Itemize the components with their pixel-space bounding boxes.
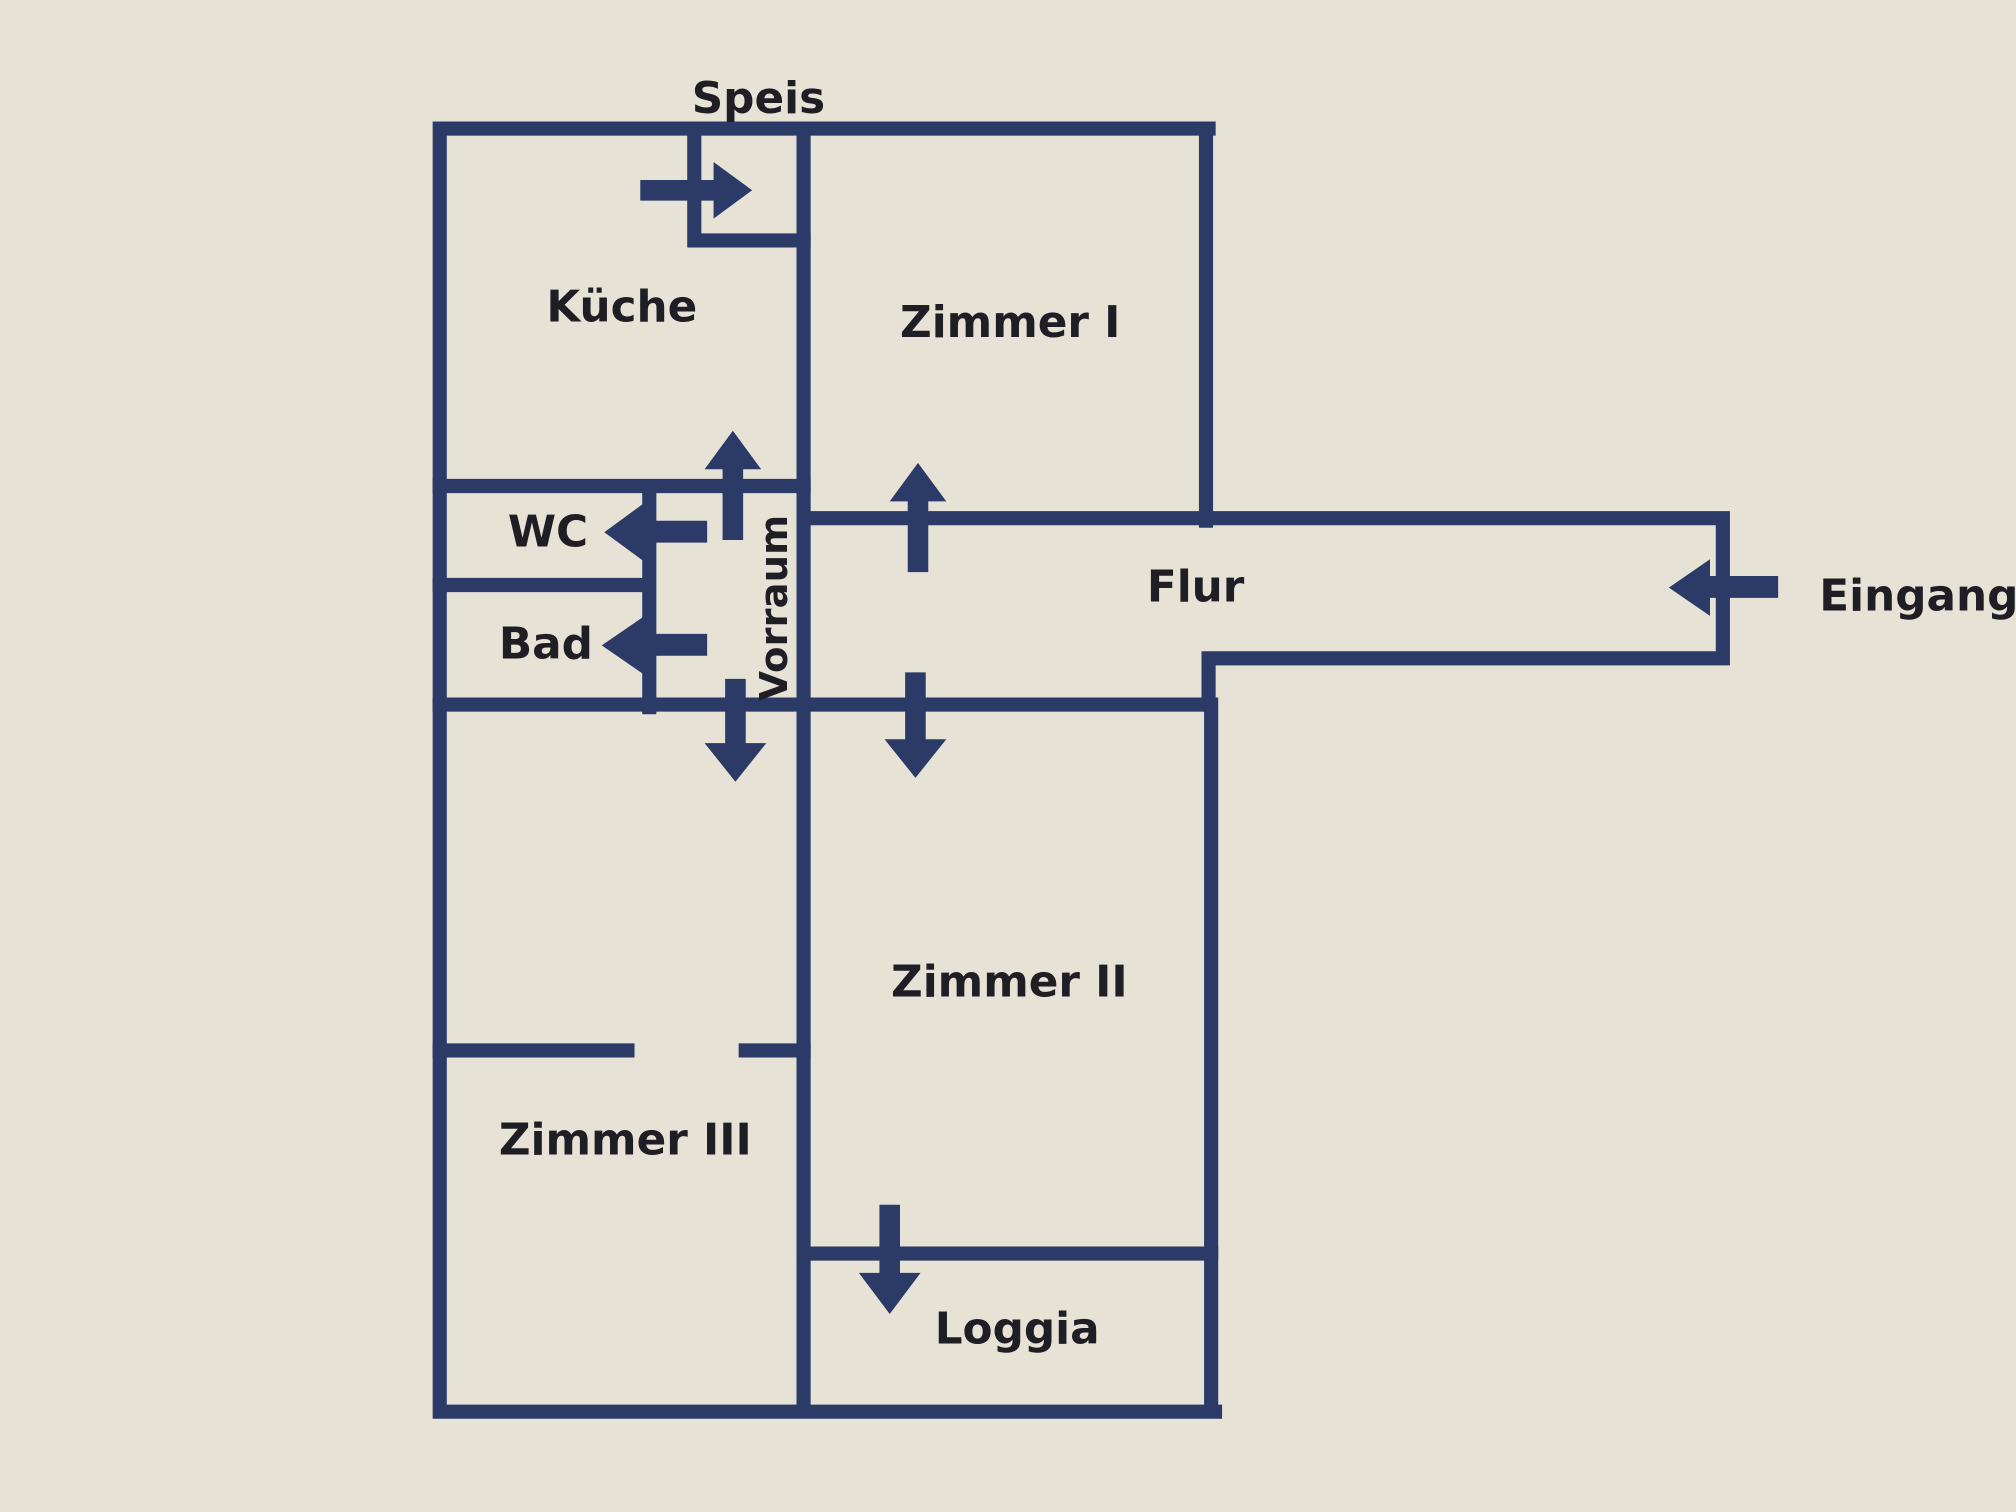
walls [432, 121, 1730, 1419]
label-zimmer-2: Zimmer II [891, 956, 1128, 1007]
label-bad: Bad [499, 618, 593, 669]
arrow-right-icon [640, 162, 753, 219]
label-zimmer-3: Zimmer III [499, 1115, 752, 1166]
label-kueche: Küche [546, 281, 697, 332]
label-loggia: Loggia [935, 1304, 1100, 1355]
arrow-down-icon [858, 1204, 921, 1314]
arrow-left-icon [601, 617, 708, 674]
arrow-left-icon [1668, 559, 1779, 616]
arrow-left-icon [604, 504, 708, 561]
label-wc: WC [508, 506, 588, 557]
label-flur: Flur [1147, 562, 1245, 613]
arrow-up-icon [704, 430, 762, 540]
label-zimmer-1: Zimmer I [900, 297, 1120, 348]
room-labels: Speis Küche Zimmer I WC Bad Vorraum Flur… [499, 73, 2016, 1354]
label-speis: Speis [692, 73, 825, 124]
arrow-down-icon [704, 678, 767, 782]
label-vorraum: Vorraum [752, 515, 797, 701]
door-arrows [601, 162, 1779, 1314]
label-eingang: Eingang [1819, 571, 2016, 622]
arrow-up-icon [889, 462, 947, 573]
arrow-down-icon [884, 672, 947, 778]
